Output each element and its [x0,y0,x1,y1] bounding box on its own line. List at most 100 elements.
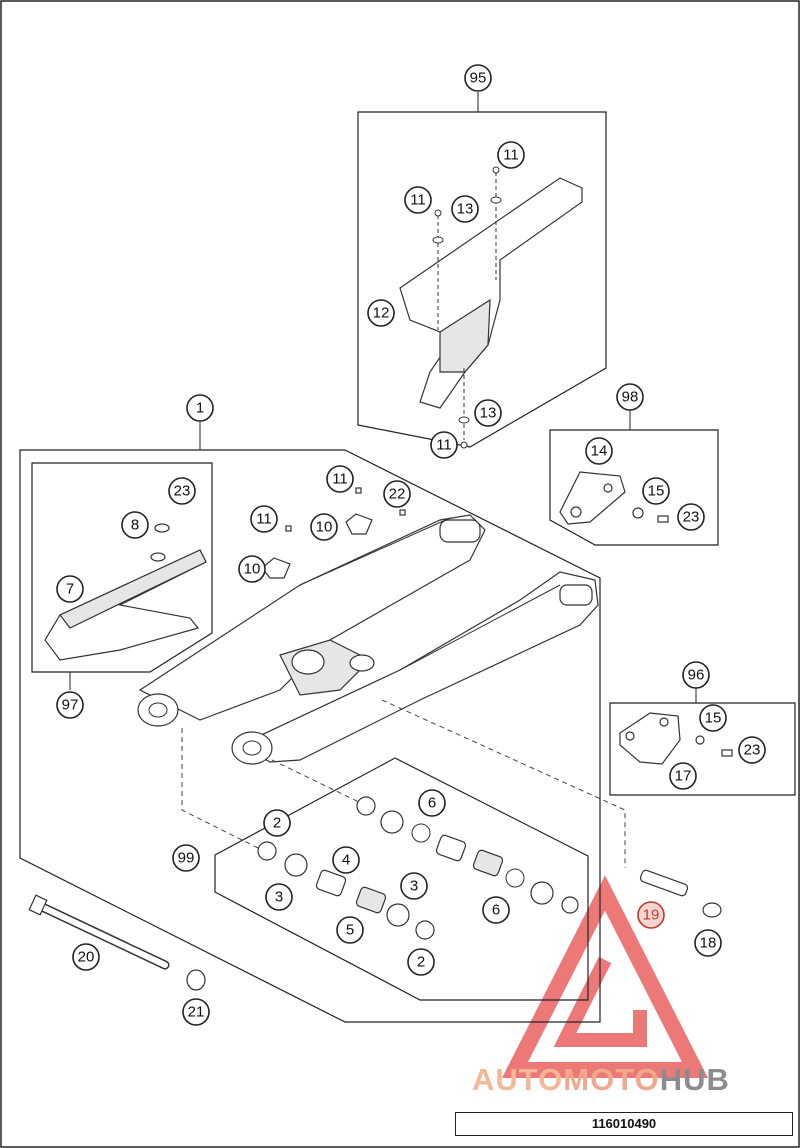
svg-text:11: 11 [410,192,426,209]
callout-22: 22 [383,480,411,508]
callout-3: 3 [265,883,293,911]
callout-10: 10 [238,555,266,583]
callout-19: 19 [637,901,665,929]
watermark-triangle [501,875,709,1078]
svg-text:11: 11 [436,437,452,454]
callout-13: 13 [451,195,479,223]
callout-12: 12 [367,299,395,327]
callout-6: 6 [482,896,510,924]
callout-1: 1 [186,394,214,422]
svg-text:10: 10 [316,519,333,536]
svg-text:97: 97 [62,697,79,714]
frame-group-97 [31,462,213,673]
svg-text:19: 19 [643,907,660,924]
svg-text:96: 96 [688,667,705,684]
svg-text:21: 21 [188,1004,205,1021]
svg-text:11: 11 [332,471,348,488]
svg-text:98: 98 [622,389,639,406]
callout-11: 11 [250,505,278,533]
svg-text:20: 20 [78,949,95,966]
frame-group-96 [609,702,796,796]
frame-group-95 [357,111,607,448]
frame-group-1 [19,449,601,1023]
callout-8: 8 [121,511,149,539]
callout-6: 6 [418,789,446,817]
svg-text:6: 6 [492,902,500,919]
callout-13: 13 [474,399,502,427]
svg-text:1: 1 [196,400,204,417]
svg-text:12: 12 [373,305,390,322]
callout-11: 11 [497,141,525,169]
svg-text:22: 22 [389,486,406,503]
svg-text:23: 23 [744,742,761,759]
bracket-parts [261,487,406,579]
svg-text:13: 13 [480,405,497,422]
callout-23: 23 [677,503,705,531]
callout-99: 99 [172,844,200,872]
guard-plate-98 [559,471,669,525]
svg-text:23: 23 [683,509,700,526]
svg-text:11: 11 [256,511,272,528]
assembly-line-right [271,759,366,806]
svg-text:3: 3 [275,889,283,906]
callout-5: 5 [336,916,364,944]
svg-text:95: 95 [470,70,487,87]
svg-text:13: 13 [457,201,474,218]
callout-11: 11 [404,186,432,214]
swingarm-part [137,514,599,765]
assembly-line-left [181,728,259,849]
frame-group-98 [549,429,719,546]
callout-20: 20 [72,943,100,971]
logo-part-moto: MOTO [563,1062,660,1097]
svg-text:2: 2 [273,815,281,832]
svg-text:10: 10 [244,561,261,578]
callout-23: 23 [738,736,766,764]
chain-guide-part [399,166,583,449]
callout-4: 4 [332,846,360,874]
callout-15: 15 [699,704,727,732]
callout-17: 17 [669,762,697,790]
logo-part-auto: AUTO [472,1062,564,1097]
guard-plate-96 [619,712,733,765]
drawing-number: 116010490 [455,1112,793,1136]
callout-97: 97 [56,691,84,719]
callout-2: 2 [407,948,435,976]
pivot-bolt-part [639,869,722,918]
logo-part-hub: HUB [659,1062,730,1097]
callout-11: 11 [430,431,458,459]
callout-7: 7 [56,575,84,603]
svg-text:8: 8 [131,517,139,534]
callout-15: 15 [642,477,670,505]
chain-slider-part [44,523,207,661]
svg-text:5: 5 [346,922,354,939]
callout-10: 10 [310,513,338,541]
frame-group-99 [214,757,589,1001]
callout-18: 18 [694,929,722,957]
svg-text:23: 23 [174,483,191,500]
svg-text:11: 11 [503,147,519,164]
svg-text:99: 99 [178,850,195,867]
axle-part [28,894,206,991]
svg-text:7: 7 [66,581,74,598]
callout-95: 95 [464,64,492,92]
callout-23: 23 [168,477,196,505]
callout-96: 96 [682,661,710,689]
svg-text:4: 4 [342,852,350,869]
svg-text:15: 15 [705,710,722,727]
svg-text:18: 18 [700,935,717,952]
assembly-line-pivot [381,699,626,868]
svg-text:6: 6 [428,795,436,812]
callout-2: 2 [263,809,291,837]
callout-98: 98 [616,383,644,411]
callout-21: 21 [182,998,210,1026]
svg-text:2: 2 [417,954,425,971]
svg-text:17: 17 [675,768,692,785]
callout-3: 3 [400,872,428,900]
watermark-logo: AUTOMOTOHUB [472,1062,792,1102]
callout-14: 14 [585,437,613,465]
svg-text:14: 14 [591,443,608,460]
bearing-set-part [257,796,579,940]
svg-text:15: 15 [648,483,665,500]
